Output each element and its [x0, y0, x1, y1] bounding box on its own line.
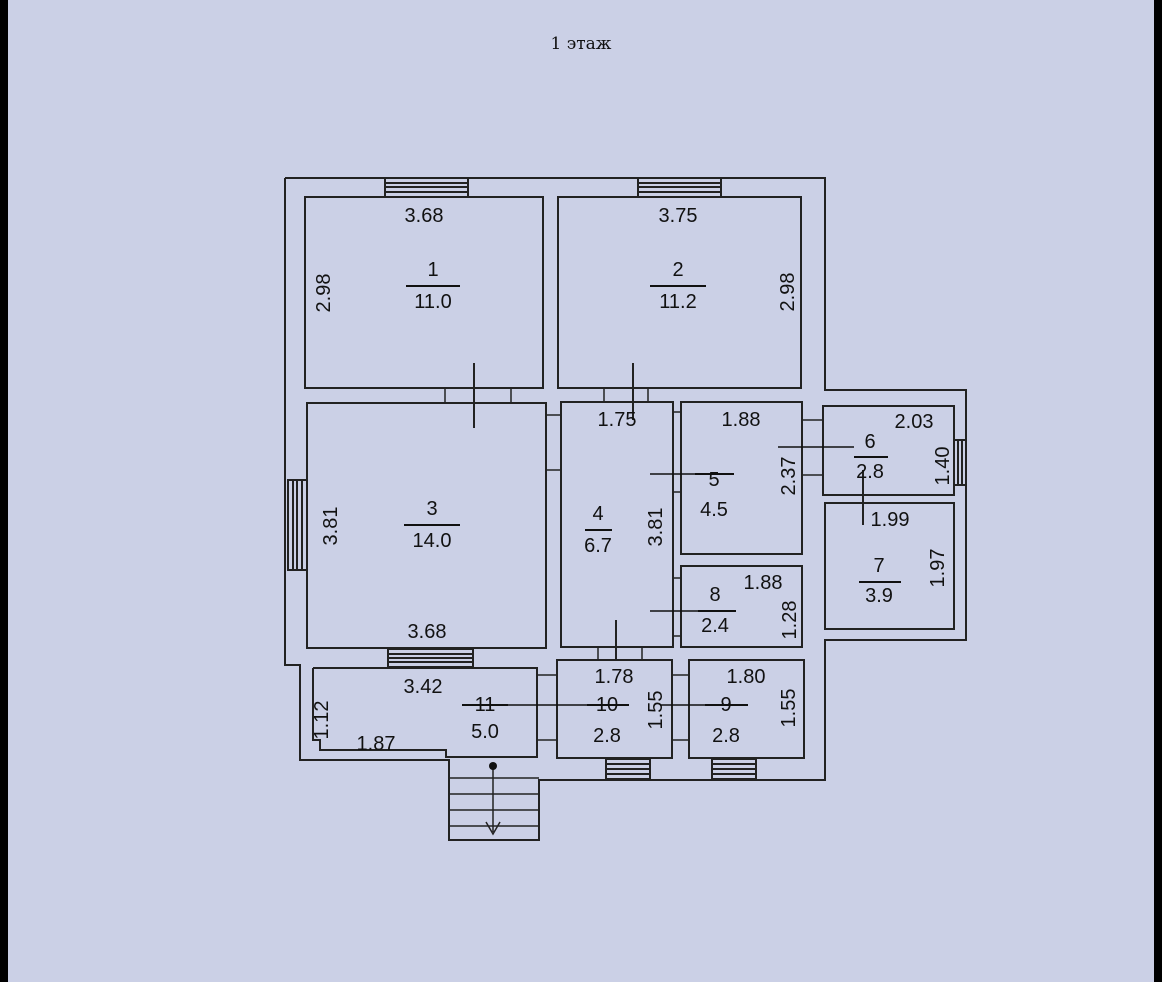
dim-room-4-bottom: 1.78	[595, 666, 634, 688]
room-10-number: 10	[596, 694, 618, 716]
dim-room-3-bottom: 3.68	[408, 621, 447, 643]
plan-sheet: 1 этаж	[8, 0, 1154, 982]
room-9-number: 9	[720, 694, 731, 716]
stairs-start-dot	[489, 762, 497, 770]
dim-room-1-left: 2.98	[313, 274, 335, 313]
room-3-area: 14.0	[413, 530, 452, 552]
room-9-area: 2.8	[712, 725, 740, 747]
room-2-number: 2	[672, 259, 683, 281]
room-2-area: 11.2	[659, 291, 696, 313]
room-4-area: 6.7	[584, 535, 612, 557]
room-7-area: 3.9	[865, 585, 893, 607]
dim-room-6-right: 1.40	[932, 447, 954, 486]
window-room-3	[287, 479, 308, 571]
window-room-6	[953, 439, 967, 486]
dim-room-10-right: 1.55	[645, 691, 667, 730]
dim-room-4-right: 3.81	[645, 508, 667, 547]
dim-room-7-right: 1.97	[927, 549, 949, 588]
dim-room-8-right: 1.28	[779, 601, 801, 640]
room-5-area: 4.5	[700, 499, 728, 521]
dim-room-4-top: 1.75	[598, 409, 637, 431]
dim-room-1-top: 3.68	[405, 205, 444, 227]
dim-room-11-top: 3.42	[404, 676, 443, 698]
window-room-1	[384, 177, 469, 198]
window-room-2	[637, 177, 722, 198]
floor-title: 1 этаж	[550, 34, 612, 54]
dim-room-6-top: 2.03	[895, 411, 934, 433]
room-1-number: 1	[427, 259, 438, 281]
dim-room-2-right: 2.98	[777, 273, 799, 312]
floor-plan: 1 11.0 2 11.2 3 14.0 4 6.7 5 4.5 6 2.8 7…	[284, 177, 967, 841]
room-6-area: 2.8	[856, 461, 884, 483]
dim-room-9-top: 1.80	[727, 666, 766, 688]
room-7-number: 7	[873, 555, 884, 577]
entrance-stairs	[449, 766, 539, 836]
outer-wall	[284, 177, 967, 841]
window-room-10	[605, 758, 651, 780]
dim-room-8-top: 1.88	[744, 572, 783, 594]
dim-room-3-left: 3.81	[320, 507, 342, 546]
window-room-3-bottom	[387, 648, 474, 668]
room-5-number: 5	[708, 469, 719, 491]
dim-room-9-right: 1.55	[778, 689, 800, 728]
room-11-number: 11	[475, 694, 496, 716]
dim-room-5-top: 1.88	[722, 409, 761, 431]
room-6-number: 6	[864, 431, 875, 453]
leader-lines	[508, 446, 854, 706]
label-fraction-lines	[404, 285, 901, 706]
window-room-9	[711, 758, 757, 780]
room-1-area: 11.0	[414, 291, 451, 313]
dim-room-5-left: 2.37	[778, 457, 800, 496]
room-4-number: 4	[592, 503, 603, 525]
dim-room-11-left: 1.12	[311, 701, 333, 740]
room-8-area: 2.4	[701, 615, 729, 637]
room-8-number: 8	[709, 584, 720, 606]
room-7-outline	[824, 502, 955, 630]
room-3-number: 3	[426, 498, 437, 520]
room-10-area: 2.8	[593, 725, 621, 747]
dim-room-2-top: 3.75	[659, 205, 698, 227]
dim-room-7-top: 1.99	[871, 509, 910, 531]
door-openings	[444, 387, 824, 741]
door-ticks	[473, 363, 864, 660]
room-11-area: 5.0	[471, 721, 499, 743]
dim-room-11-bottom: 1.87	[357, 733, 396, 755]
